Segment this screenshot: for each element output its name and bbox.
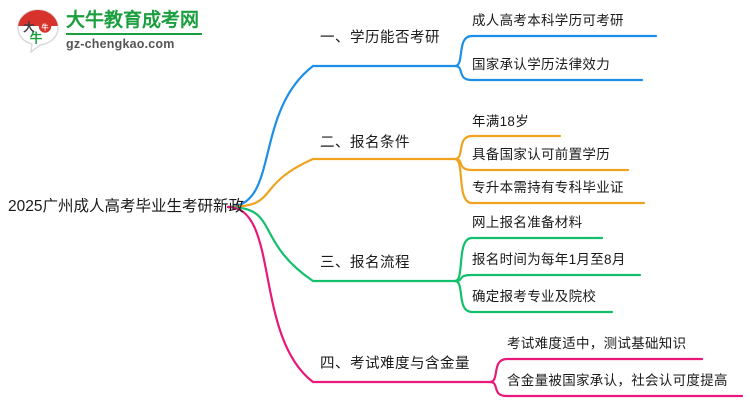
logo-text-block: 大牛教育成考网 gz-chengkao.com (66, 9, 202, 51)
mindmap-child-node-1-2[interactable]: 国家承认学历法律效力 (472, 57, 610, 72)
logo-title: 大牛教育成考网 (66, 10, 200, 31)
logo-mark-icon: 牛 大 牛 (14, 8, 62, 54)
svg-text:牛: 牛 (42, 22, 49, 31)
mindmap-branch-node-1[interactable]: 一、学历能否考研 (320, 30, 440, 46)
svg-text:大: 大 (23, 20, 35, 34)
mindmap-child-node-4-2[interactable]: 含金量被国家承认，社会认可度提高 (507, 373, 728, 388)
mindmap-child-node-2-1[interactable]: 年满18岁 (472, 114, 530, 129)
svg-text:牛: 牛 (30, 31, 43, 46)
mindmap-child-node-3-2[interactable]: 报名时间为每年1月至8月 (472, 252, 626, 267)
mindmap-child-node-2-2[interactable]: 具备国家认可前置学历 (472, 147, 610, 162)
mindmap-branch-node-4[interactable]: 四、考试难度与含金量 (320, 356, 470, 372)
mindmap-child-node-2-3[interactable]: 专升本需持有专科毕业证 (472, 180, 624, 195)
mindmap-branch-node-3[interactable]: 三、报名流程 (320, 255, 410, 271)
mindmap-edge (226, 157, 457, 209)
logo-domain: gz-chengkao.com (66, 33, 202, 51)
mindmap-edge (453, 273, 642, 283)
mindmap-branch-node-2[interactable]: 二、报名条件 (320, 135, 410, 151)
mindmap-child-node-1-1[interactable]: 成人高考本科学历可考研 (472, 13, 624, 28)
mindmap-root-node[interactable]: 2025广州成人高考毕业生考研新政 (8, 198, 244, 215)
mindmap-child-node-3-1[interactable]: 网上报名准备材料 (472, 215, 583, 230)
site-logo[interactable]: 牛 大 牛 大牛教育成考网 gz-chengkao.com (14, 6, 204, 58)
mindmap-child-node-3-3[interactable]: 确定报考专业及院校 (472, 289, 597, 304)
mindmap-child-node-4-1[interactable]: 考试难度适中，测试基础知识 (507, 336, 687, 351)
